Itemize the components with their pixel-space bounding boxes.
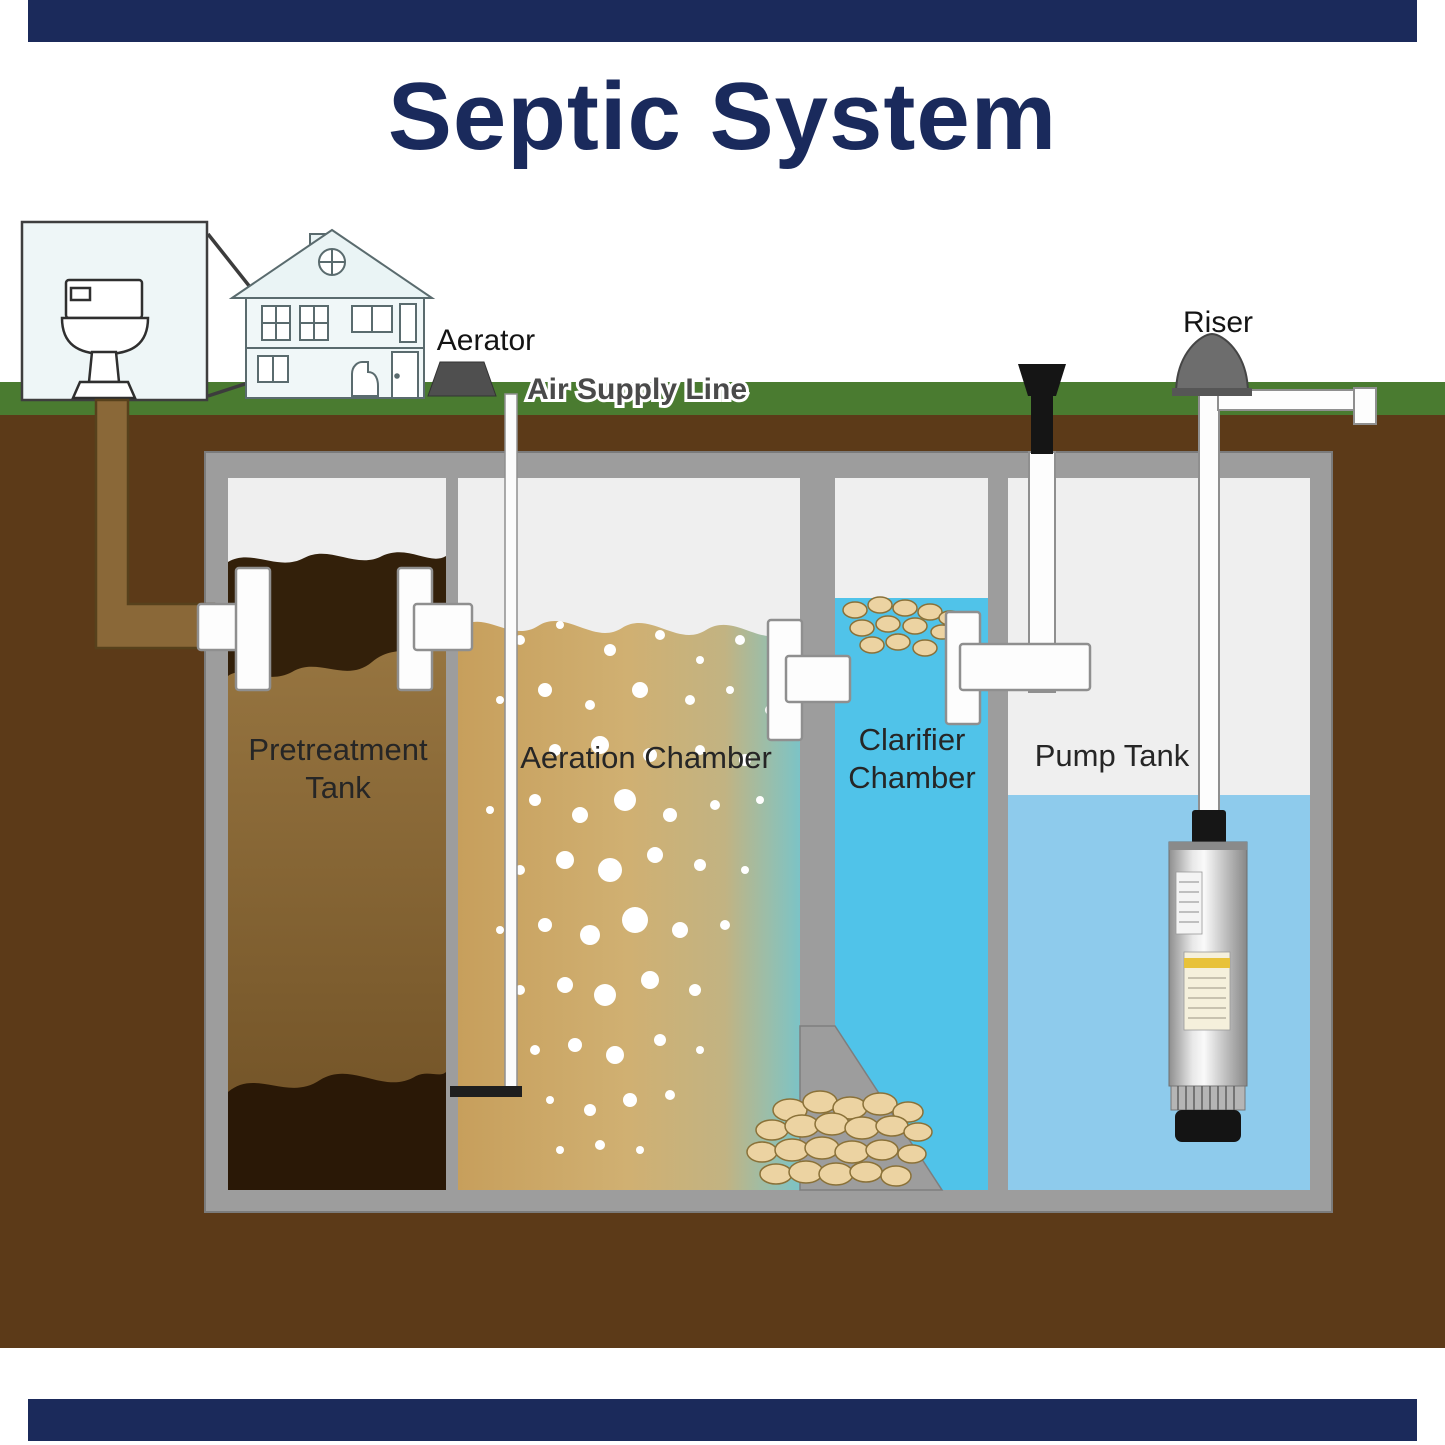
riser-pipe (1198, 389, 1220, 825)
bottom-accent-bar (28, 1399, 1417, 1441)
pump-tank-label: Pump Tank (1035, 738, 1190, 773)
page-title: Septic System (387, 63, 1058, 170)
inlet-tee-vertical (234, 566, 272, 692)
sludge-layer (228, 1072, 446, 1190)
clarifier-label-line1: Clarifier (859, 722, 966, 757)
tee2-horizontal (412, 602, 474, 652)
clarifier-bottom-media (746, 1090, 933, 1187)
aeration-liquid (458, 621, 800, 1190)
labels: Aerator Air Supply Line Riser Pretreatme… (248, 306, 1253, 805)
aeration-label: Aeration Chamber (520, 740, 772, 775)
tall-window (399, 303, 417, 343)
scum-layer (228, 552, 446, 677)
house-illustration (228, 228, 436, 399)
house-toilet (351, 361, 379, 397)
clarifier-label-line2: Chamber (848, 760, 976, 795)
riser-dome-cap (1174, 332, 1250, 395)
toilet-icon (60, 278, 150, 400)
air-diffuser (450, 1086, 522, 1097)
baffle-tees (196, 566, 982, 742)
pump-bottom-cap (1175, 1110, 1241, 1142)
riser-label: Riser (1183, 306, 1253, 339)
discharge-pipe-elbow (1353, 387, 1377, 425)
top-accent-bar (28, 0, 1417, 42)
tee3-horizontal (784, 654, 852, 704)
air-supply-line-pipe (504, 393, 518, 1095)
riser-dome-base (1172, 388, 1252, 396)
pretreatment-label-line2: Tank (305, 770, 371, 805)
tee4-horizontal (958, 642, 1092, 692)
vent-pipe-upper (1031, 378, 1053, 454)
aerator-icon (427, 361, 497, 397)
toilet-inset (20, 220, 209, 402)
pump-spec-label (1175, 871, 1203, 935)
air-supply-line-label: Air Supply Line (527, 373, 747, 406)
vent-cap (1018, 364, 1066, 396)
pretreatment-label-line1: Pretreatment (248, 732, 428, 767)
pump-intake-screen (1170, 1085, 1246, 1111)
aeration-bubbles (486, 621, 775, 1154)
pump-outlet-fitting (1192, 810, 1226, 844)
pump-tank-water (1008, 795, 1310, 1190)
submersible-pump (1168, 810, 1248, 1142)
aeration-contents (458, 621, 800, 1190)
aerator-label: Aerator (437, 324, 535, 357)
